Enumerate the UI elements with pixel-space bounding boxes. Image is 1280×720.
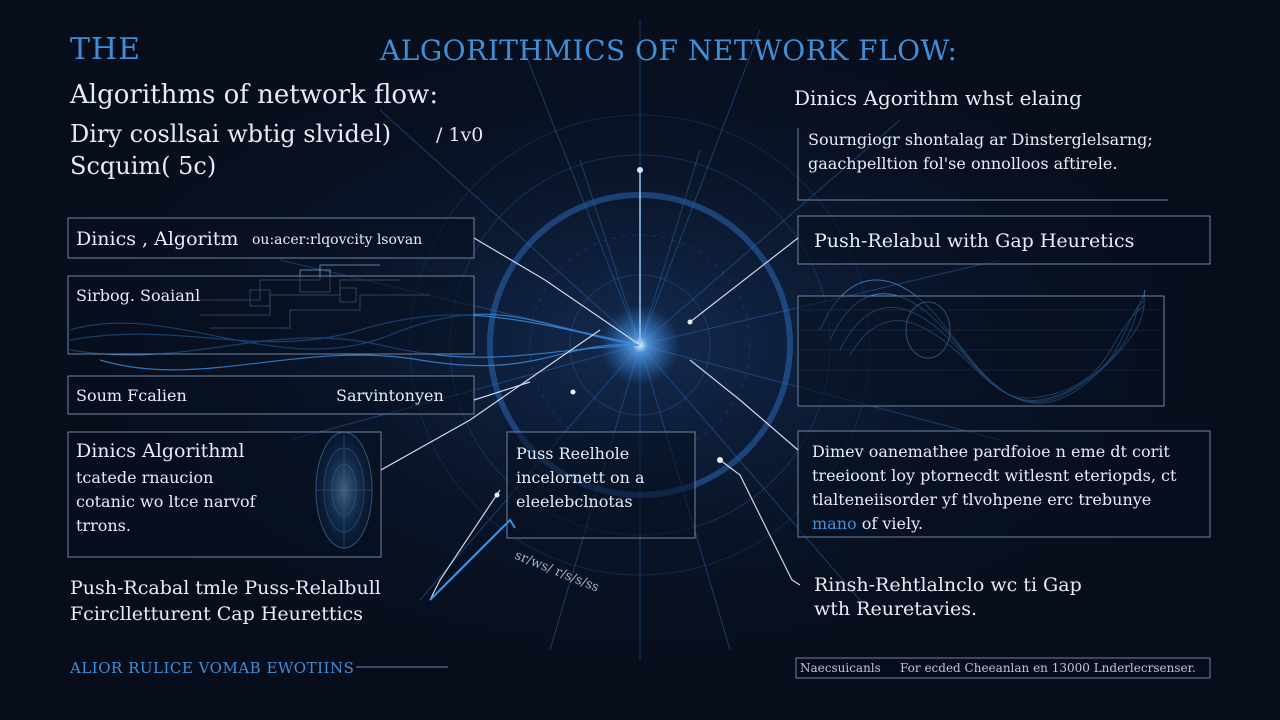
connector-lines bbox=[380, 237, 801, 601]
title-main: ALGORITHMICS OF NETWORK FLOW: bbox=[380, 34, 958, 67]
right-desc-highlight: mano bbox=[812, 514, 857, 533]
footer-left: ALIOR RULICE VOMAB EWOTIINS bbox=[70, 659, 355, 677]
center-panel-line-1: Puss Reelhole bbox=[516, 444, 630, 463]
center-panel-line-3: eleelebclnotas bbox=[516, 492, 633, 511]
subtitle-line-2: Scquim( 5c) bbox=[70, 152, 217, 180]
right-desc-line-3: tlalteneiisorder yf tlvohpene erc trebun… bbox=[812, 490, 1152, 509]
subtitle-line-1: Diry cosllsai wbtig slvidel) bbox=[70, 120, 392, 148]
footer-right-text: For ecded Cheeanlan en 13000 Lnderlecrse… bbox=[900, 661, 1196, 675]
right-desc-line-1: Dimev oanemathee pardfoioe n eme dt cori… bbox=[812, 442, 1170, 461]
right-desc-line-4: mano of viely. bbox=[812, 514, 923, 533]
source-right-label: Sarvintonyen bbox=[336, 386, 444, 405]
right-note-line-1: Sourngiogr shontalag ar Dinsterglelsarng… bbox=[808, 130, 1153, 149]
dinics-sublabel: ou:acer:rlqovcity lsovan bbox=[252, 232, 423, 248]
right-desc-line-2: treeioont loy ptornecdt witlesnt eteriop… bbox=[812, 466, 1177, 485]
push-relabel-title: Push-Rcabal tmle Puss-Relalbull bbox=[70, 577, 381, 599]
right-desc-rest: of viely. bbox=[856, 514, 924, 533]
center-panel-line-2: incelornett on a bbox=[516, 468, 645, 487]
title-the: THE bbox=[70, 32, 142, 67]
push-relabel-gap-box: Push-Relabul with Gap Heuretics bbox=[814, 230, 1135, 252]
footer-right-label: Naecsuicanls bbox=[800, 661, 881, 675]
right-note-line-2: gaachpelltion fol'se onnolloos aftirele. bbox=[808, 154, 1118, 173]
dinics-algo-title: Dinics Algorithml bbox=[76, 440, 245, 462]
dinics-algo-body-1: tcatede rnaucion bbox=[76, 468, 214, 487]
subtitle: Algorithms of network flow: bbox=[70, 80, 439, 110]
dinics-algo-body-2: cotanic wo ltce narvof bbox=[76, 492, 256, 511]
panel-frames bbox=[67, 215, 1211, 558]
subtitle-marker: / 1v0 bbox=[436, 124, 484, 146]
push-relabel-subtitle: Fcirclletturent Cap Heurettics bbox=[70, 603, 363, 625]
push-gap-line-2: wth Reuretavies. bbox=[814, 598, 978, 620]
source-left-label: Soum Fcalien bbox=[76, 386, 187, 405]
right-dinics-heading: Dinics Agorithm whst elaing bbox=[794, 86, 1082, 110]
dinics-label: Dinics , Algoritm bbox=[76, 228, 239, 250]
dinics-algo-body-3: trrons. bbox=[76, 516, 131, 535]
push-gap-line-1: Rinsh-Rehtlalnclo wc ti Gap bbox=[814, 574, 1082, 596]
circuit-label: Sirbog. Soaianl bbox=[76, 286, 201, 305]
